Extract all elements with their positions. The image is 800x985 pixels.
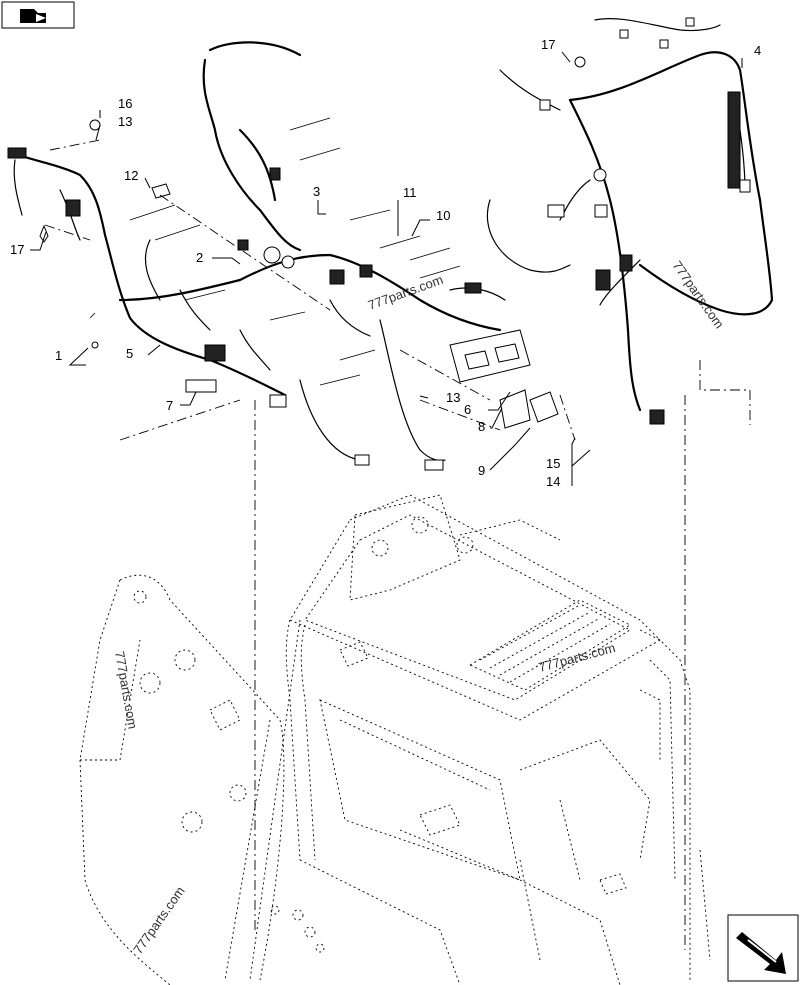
callout-2: 2	[196, 250, 203, 265]
guide-lines	[44, 139, 751, 950]
callout-16: 16	[118, 96, 132, 111]
callout-6: 6	[464, 402, 471, 417]
watermark: 777parts.com	[537, 640, 617, 675]
callout-8: 8	[478, 419, 485, 434]
callout-12: 12	[124, 168, 138, 183]
callout-3: 3	[313, 184, 320, 199]
callout-11: 11	[403, 185, 417, 200]
roof-harness-4	[486, 17, 774, 425]
bracket-8	[499, 389, 531, 429]
callout-9: 9	[478, 463, 485, 478]
watermark: 777parts.com	[130, 884, 187, 957]
callout-7: 7	[166, 398, 173, 413]
leader-lines	[30, 51, 743, 486]
callout-14: 14	[546, 474, 560, 489]
watermark: 777parts.com	[670, 258, 727, 331]
bracket-9	[529, 391, 559, 423]
folder-return-icon[interactable]	[1, 1, 75, 29]
callout-17-left: 17	[10, 242, 24, 257]
cab-frame	[79, 494, 711, 985]
next-page-arrow-icon[interactable]	[727, 914, 799, 982]
callout-10: 10	[436, 208, 450, 223]
block-7	[185, 379, 217, 393]
callout-17-top: 17	[541, 37, 555, 52]
callout-4: 4	[754, 43, 761, 58]
callout-1: 1	[55, 348, 62, 363]
callout-5: 5	[126, 346, 133, 361]
wiring-harness	[7, 41, 586, 471]
module-6	[449, 329, 531, 383]
callout-15: 15	[546, 456, 560, 471]
callout-13-top: 13	[118, 114, 132, 129]
watermark: 777parts.com	[112, 650, 140, 730]
callout-13-bottom: 13	[446, 390, 460, 405]
